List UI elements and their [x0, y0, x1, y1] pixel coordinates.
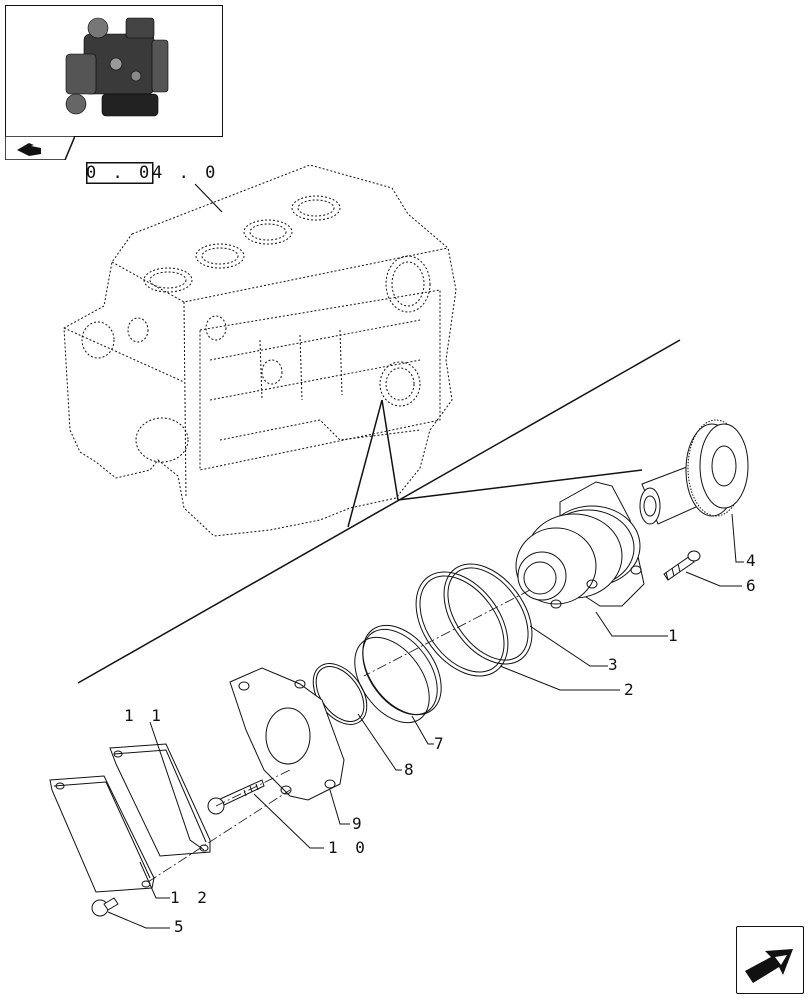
- callout-4[interactable]: 4: [746, 551, 760, 570]
- callout-11[interactable]: 1 1: [124, 706, 165, 725]
- callout-1[interactable]: 1: [668, 626, 682, 645]
- part-3-o-ring[interactable]: [426, 548, 550, 681]
- callout-10[interactable]: 1 0: [328, 838, 369, 857]
- part-7-ring[interactable]: [340, 611, 458, 737]
- part-1-housing[interactable]: [515, 481, 645, 609]
- part-6-bolt[interactable]: [663, 550, 701, 581]
- engine-thumbnail: [5, 5, 223, 137]
- callout-8[interactable]: 8: [404, 760, 418, 779]
- callout-2[interactable]: 2: [624, 680, 638, 699]
- callout-9[interactable]: 9: [352, 814, 366, 833]
- callout-7[interactable]: 7: [434, 734, 448, 753]
- book-tab[interactable]: [4, 135, 77, 161]
- part-10-cap-screw[interactable]: [207, 779, 265, 815]
- engine-block: [63, 164, 457, 537]
- book-icon: [17, 143, 41, 156]
- part-11-gasket[interactable]: [109, 743, 211, 857]
- part-4-idler-gear[interactable]: [639, 419, 749, 525]
- part-9-plate[interactable]: [229, 667, 345, 801]
- callout-6[interactable]: 6: [746, 576, 760, 595]
- callout-3[interactable]: 3: [608, 655, 622, 674]
- part-5-screw[interactable]: [91, 897, 119, 917]
- callout-5[interactable]: 5: [174, 917, 188, 936]
- next-page-arrow-icon: [745, 949, 793, 983]
- callout-12[interactable]: 1 2: [170, 888, 211, 907]
- next-page-button[interactable]: [736, 926, 804, 994]
- engine-thumbnail-icon: [65, 17, 169, 117]
- part-2-o-ring[interactable]: [397, 555, 527, 694]
